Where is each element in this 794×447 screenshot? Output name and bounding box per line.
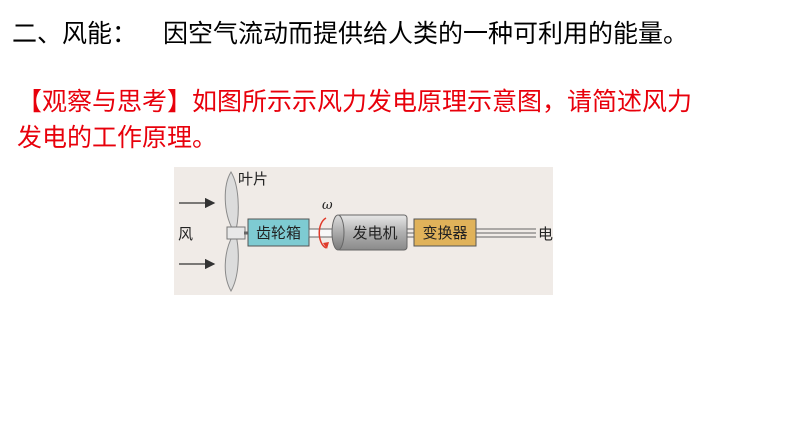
converter-box [413, 218, 477, 247]
prompt-text-1: 如图所示示风力发电原理示意图，请简述风力 [192, 87, 693, 116]
heading-definition: 因空气流动而提供给人类的一种可利用的能量。 [163, 19, 689, 48]
generator-end-cap [331, 214, 345, 251]
wires-generator-converter [407, 228, 414, 238]
generator-label: 发电机 [352, 224, 397, 242]
wires-converter-grid [476, 228, 536, 238]
converter-label: 变换器 [422, 224, 467, 242]
heading-label: 二、风能： [12, 19, 138, 48]
prompt-line-2: 发电的工作原理。 [17, 123, 218, 152]
turbine-blades [224, 171, 239, 293]
omega-label: ω [322, 198, 333, 213]
page-heading: 二、风能： 因空气流动而提供给人类的一种可利用的能量。 [12, 18, 688, 50]
blade-label: 叶片 [238, 170, 268, 188]
rotation-arrow [318, 217, 327, 249]
prompt-line-1: 【观察与思考】如图所示示风力发电原理示意图，请简述风力 [17, 86, 692, 118]
wind-power-diagram: 风 叶片 齿轮箱 ω 发电机 变换器 电网 [174, 167, 553, 295]
shaft-gearbox-generator [308, 228, 336, 238]
rotation-arrow-tip [323, 242, 329, 249]
grid-label: 电网 [538, 225, 553, 243]
gearbox-label: 齿轮箱 [256, 224, 301, 242]
prompt-tag: 【观察与思考】 [17, 87, 193, 116]
rotor-hub [226, 226, 246, 240]
wind-label: 风 [178, 225, 193, 243]
wind-arrows [179, 197, 216, 270]
gearbox-box [247, 218, 310, 247]
